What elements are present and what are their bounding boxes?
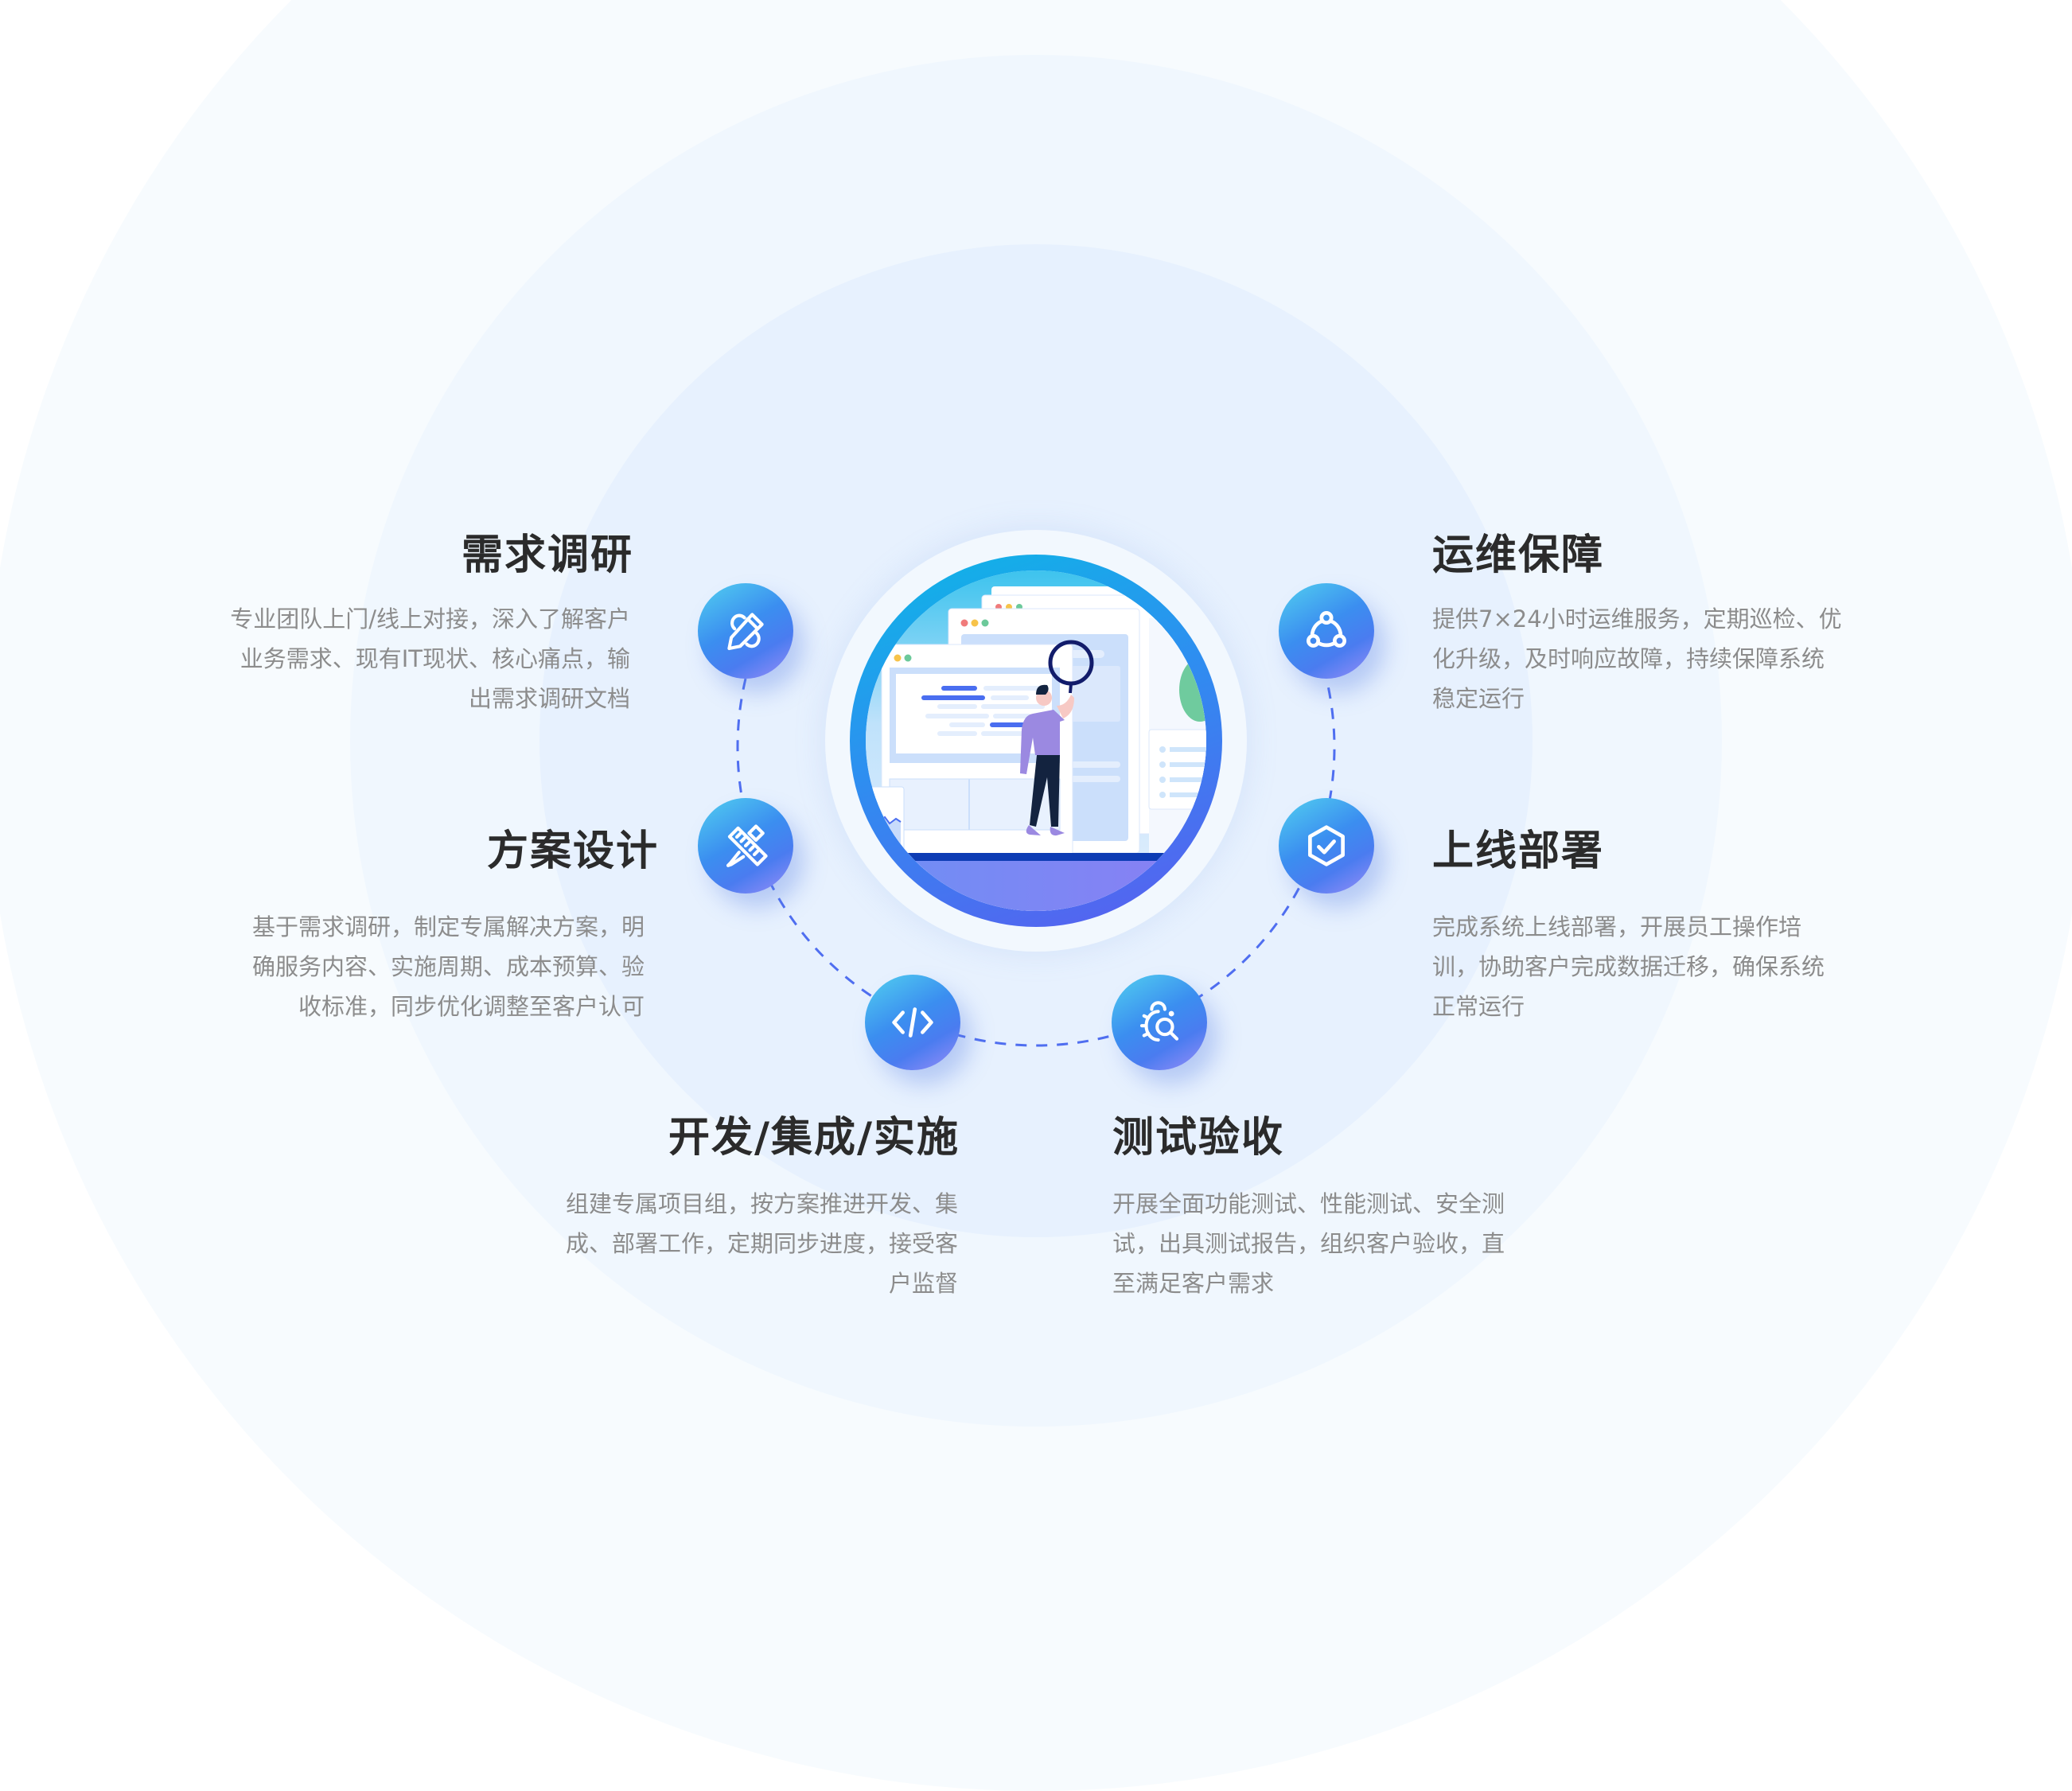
step-node-develop[interactable]: [865, 975, 960, 1070]
step-description-operate: 提供7×24小时运维服务，定期巡检、优 化升级，及时响应故障，持续保障系统 稳定…: [1432, 605, 1842, 712]
step-title-test: 测试验收: [1112, 1114, 1285, 1162]
step-node-test[interactable]: [1112, 975, 1207, 1070]
ruler-pencil-icon: [726, 824, 768, 867]
step-title-design: 方案设计: [486, 827, 659, 875]
center-illustration: [850, 555, 1222, 927]
step-description-deploy: 完成系统上线部署，开展员工操作培 训，协助客户完成数据迁移，确保系统 正常运行: [1432, 913, 1825, 1020]
step-description-research: 专业团队上门/线上对接，深入了解客户 业务需求、现有IT现状、核心痛点，输 出需…: [230, 605, 630, 712]
code-icon: [892, 1007, 933, 1038]
step-title-research: 需求调研: [461, 531, 633, 579]
step-description-design: 基于需求调研，制定专属解决方案，明 确服务内容、实施周期、成本预算、验 收标准，…: [251, 913, 645, 1020]
step-title-deploy: 上线部署: [1432, 827, 1605, 875]
hexagon-check-icon: [1308, 825, 1345, 866]
person-magnifier-illustration: [866, 570, 1206, 911]
step-title-develop: 开发/集成/实施: [668, 1114, 960, 1162]
step-description-develop: 组建专属项目组，按方案推进开发、集 成、部署工作，定期同步进度，接受客 户监督: [565, 1190, 958, 1297]
bug-search-icon: [1139, 1001, 1179, 1042]
pencil-edit-icon: [727, 613, 764, 651]
step-node-design[interactable]: [698, 798, 793, 894]
step-node-research[interactable]: [698, 583, 793, 679]
network-nodes-icon: [1306, 610, 1347, 648]
step-description-test: 开展全面功能测试、性能测试、安全测 试，出具测试报告，组织客户验收，直 至满足客…: [1112, 1190, 1505, 1297]
step-node-deploy[interactable]: [1279, 798, 1374, 894]
step-node-operate[interactable]: [1279, 583, 1374, 679]
step-title-operate: 运维保障: [1432, 531, 1605, 579]
